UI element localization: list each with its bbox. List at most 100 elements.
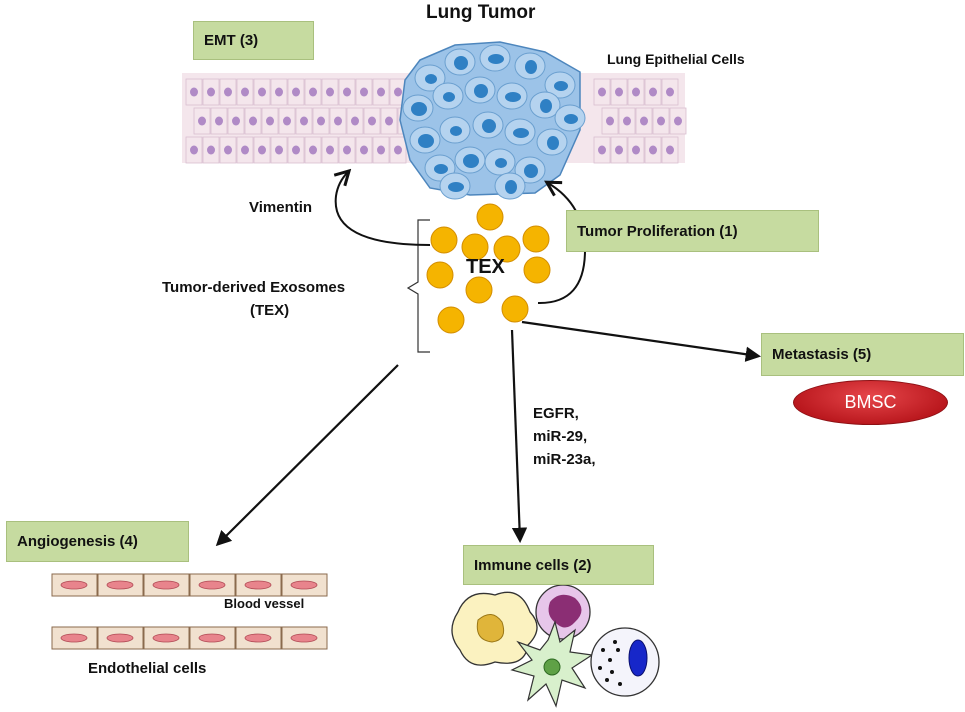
mirna-label-egfr: EGFR,: [533, 405, 579, 422]
epithelial-nucleus: [360, 87, 368, 97]
exosome: [523, 256, 551, 284]
effect-box-emt: EMT (3): [193, 21, 314, 60]
endothelial-nucleus: [152, 580, 180, 590]
epithelial-nucleus: [232, 116, 240, 126]
endothelial-nucleus: [106, 633, 134, 643]
exosome: [461, 233, 489, 261]
mirna-label-mir23a: miR-23a,: [533, 451, 596, 468]
epithelial-nucleus: [615, 87, 623, 97]
exosome: [437, 306, 465, 334]
epithelial-nucleus: [241, 87, 249, 97]
tumor-derived-exosomes: [426, 203, 551, 334]
exosome: [522, 225, 550, 253]
tumor-nucleus: [505, 92, 521, 102]
effect-box-angiogenesis: Angiogenesis (4): [6, 521, 189, 562]
epithelial-nucleus: [394, 87, 402, 97]
epithelial-nucleus: [190, 87, 198, 97]
endothelial-nucleus: [244, 633, 272, 643]
epithelial-nucleus: [215, 116, 223, 126]
tumor-nucleus: [454, 56, 468, 70]
epithelial-nucleus: [666, 145, 674, 155]
exosome: [430, 226, 458, 254]
tumor-nucleus: [540, 99, 552, 113]
epithelial-nucleus: [224, 87, 232, 97]
tumor-nucleus: [450, 126, 462, 136]
exosome: [501, 295, 529, 323]
arrow-to-metastasis: [521, 320, 762, 362]
epithelial-nucleus: [666, 87, 674, 97]
epithelial-nucleus: [360, 145, 368, 155]
tumor-nucleus: [525, 60, 537, 74]
epithelial-nucleus: [275, 145, 283, 155]
tumor-nucleus: [482, 119, 496, 133]
tumor-nucleus: [411, 102, 427, 116]
endothelial-nucleus: [106, 580, 134, 590]
epithelial-nucleus: [351, 116, 359, 126]
epithelial-nucleus: [657, 116, 665, 126]
tex-brace: [406, 219, 430, 353]
epithelial-nucleus: [207, 145, 215, 155]
epithelial-nucleus: [598, 145, 606, 155]
epithelial-nucleus: [598, 87, 606, 97]
effect-box-tumor-proliferation: Tumor Proliferation (1): [566, 210, 819, 252]
epithelial-nucleus: [198, 116, 206, 126]
tumor-nucleus: [524, 164, 538, 178]
epithelial-nucleus: [258, 87, 266, 97]
arrow-to-immune: [510, 329, 528, 544]
epithelial-nucleus: [326, 87, 334, 97]
bmsc-ellipse: BMSC: [793, 380, 948, 425]
arrow-to-angiogenesis: [215, 364, 399, 547]
lung-epithelial-label: Lung Epithelial Cells: [607, 51, 745, 67]
immune-cells-group: [451, 584, 660, 708]
epithelial-nucleus: [317, 116, 325, 126]
effect-box-immune-cells: Immune cells (2): [463, 545, 654, 585]
blood-vessel-endothelium: [51, 573, 328, 650]
arrow-to-emt: [336, 172, 431, 246]
bmsc-label: BMSC: [844, 392, 897, 412]
epithelial-nucleus: [632, 145, 640, 155]
endothelial-cells-label: Endothelial cells: [88, 660, 207, 677]
tumor-nucleus: [474, 84, 488, 98]
tumor-nucleus: [513, 128, 529, 138]
endothelial-nucleus: [290, 580, 318, 590]
epithelial-nucleus: [300, 116, 308, 126]
tumor-cells: [402, 44, 586, 200]
epithelial-nucleus: [334, 116, 342, 126]
epithelial-nucleus: [343, 145, 351, 155]
epithelial-nucleus: [224, 145, 232, 155]
tex-description-line2: (TEX): [250, 302, 290, 319]
tumor-nucleus: [554, 81, 568, 91]
tumor-nucleus: [495, 158, 507, 168]
mirna-label-mir29: miR-29,: [533, 428, 588, 445]
exosome: [465, 276, 493, 304]
epithelial-nucleus: [326, 145, 334, 155]
epithelial-nucleus: [190, 145, 198, 155]
endothelial-nucleus: [198, 580, 226, 590]
epithelial-nucleus: [292, 87, 300, 97]
epithelial-nucleus: [292, 145, 300, 155]
epithelial-nucleus: [207, 87, 215, 97]
tumor-nucleus: [463, 154, 479, 168]
epithelial-nucleus: [394, 145, 402, 155]
tumor-nucleus: [434, 164, 448, 174]
tumor-nucleus: [488, 54, 504, 64]
epithelial-nucleus: [649, 145, 657, 155]
epithelial-nucleus: [241, 145, 249, 155]
neutrophil-cell: [535, 584, 591, 640]
tumor-nucleus: [448, 182, 464, 192]
epithelial-nucleus: [615, 145, 623, 155]
tumor-nucleus: [418, 134, 434, 148]
endothelial-nucleus: [60, 580, 88, 590]
epithelial-nucleus: [283, 116, 291, 126]
epithelial-nucleus: [385, 116, 393, 126]
epithelial-nucleus: [606, 116, 614, 126]
endothelial-nucleus: [152, 633, 180, 643]
epithelial-nucleus: [674, 116, 682, 126]
epithelial-nucleus: [249, 116, 257, 126]
tumor-nucleus: [443, 92, 455, 102]
epithelial-nucleus: [343, 87, 351, 97]
vimentin-label: Vimentin: [249, 199, 313, 216]
epithelial-nucleus: [649, 87, 657, 97]
epithelial-nucleus: [377, 145, 385, 155]
